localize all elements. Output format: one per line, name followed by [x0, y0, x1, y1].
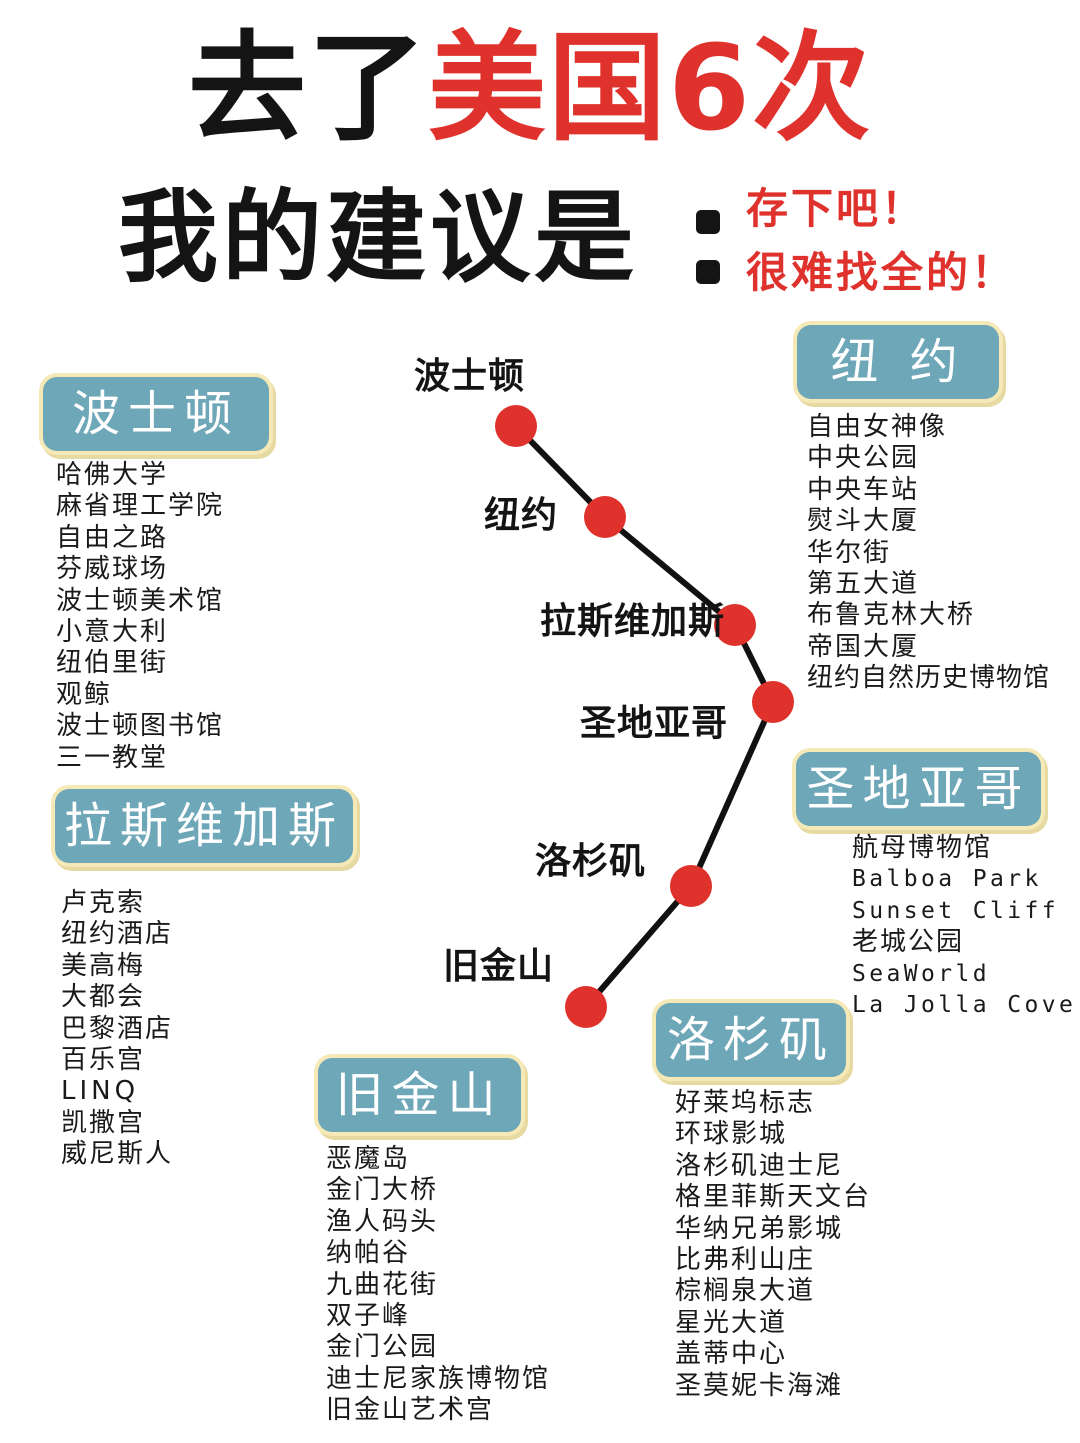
list-item: 百乐宫 — [61, 1045, 146, 1076]
route-dot-new-york — [584, 496, 626, 538]
list-item: 金门公园 — [326, 1332, 439, 1363]
list-item: 渔人码头 — [326, 1206, 439, 1237]
list-item: 纽伯里街 — [56, 648, 169, 679]
list-san-diego: 航母博物馆 Balboa Park Sunset Cliff 老城公园 SeaW… — [852, 833, 1076, 1021]
route-dot-boston — [495, 405, 537, 447]
list-item: 美高梅 — [61, 950, 146, 981]
list-item: Balboa Park — [852, 866, 1042, 893]
list-item: 第五大道 — [807, 569, 920, 600]
list-los-angeles: 好莱坞标志 环球影城 洛杉矶迪士尼 格里菲斯天文台 华纳兄弟影城 比弗利山庄 棕… — [675, 1088, 871, 1402]
list-item: 凯撒宫 — [61, 1107, 146, 1138]
list-item: 卢克索 — [61, 888, 146, 918]
main-title: 去了美国6次 — [0, 18, 1080, 158]
list-item: 自由女神像 — [807, 412, 948, 442]
section-header-las-vegas: 拉斯维加斯 — [55, 789, 353, 863]
list-item: 华尔街 — [807, 537, 892, 568]
list-item: 哈佛大学 — [56, 460, 169, 490]
route-label-san-diego: 圣地亚哥 — [580, 703, 729, 744]
list-item: 芬威球场 — [56, 554, 169, 585]
list-item: 迪士尼家族博物馆 — [326, 1363, 551, 1394]
route-label-san-francisco: 旧金山 — [443, 946, 555, 987]
list-item: 华纳兄弟影城 — [675, 1213, 844, 1244]
list-item: 盖蒂中心 — [675, 1339, 788, 1370]
route-dot-los-angeles — [670, 865, 712, 907]
route-label-boston: 波士顿 — [414, 356, 526, 397]
list-item: 熨斗大厦 — [807, 506, 920, 537]
title-prefix: 去了 — [187, 19, 428, 157]
route-dot-las-vegas — [714, 604, 756, 646]
tag-save: 存下吧！ — [746, 184, 927, 233]
list-item: 九曲花街 — [326, 1269, 439, 1300]
section-header-san-francisco: 旧金山 — [318, 1058, 521, 1132]
list-item: 旧金山艺术宫 — [326, 1395, 495, 1426]
list-item: 棕榈泉大道 — [675, 1276, 816, 1307]
list-item: 帝国大厦 — [807, 631, 920, 662]
list-item: 圣莫妮卡海滩 — [675, 1370, 844, 1401]
list-item: 格里菲斯天文台 — [675, 1182, 872, 1213]
route-label-los-angeles: 洛杉矶 — [535, 841, 647, 882]
list-item: 波士顿美术馆 — [56, 585, 225, 616]
list-item: 中央车站 — [807, 474, 920, 505]
route-dot-san-francisco — [565, 986, 607, 1028]
list-item: 小意大利 — [56, 617, 169, 648]
list-item: 威尼斯人 — [61, 1139, 174, 1170]
route-label-las-vegas: 拉斯维加斯 — [540, 601, 726, 642]
list-item: 环球影城 — [675, 1119, 788, 1150]
list-new-york: 自由女神像 中央公园 中央车站 熨斗大厦 华尔街 第五大道 布鲁克林大桥 帝国大… — [807, 412, 1050, 695]
list-item: 恶魔岛 — [326, 1144, 411, 1174]
list-item: 观鲸 — [56, 679, 113, 710]
list-item: 波士顿图书馆 — [56, 711, 225, 742]
list-item: 比弗利山庄 — [675, 1245, 816, 1276]
route-dot-san-diego — [752, 681, 794, 723]
tag-hard-to-find: 很难找全的！ — [746, 248, 1017, 297]
section-header-boston: 波士顿 — [43, 377, 269, 451]
list-item: SeaWorld — [852, 960, 990, 987]
list-item: 纽约自然历史博物馆 — [807, 663, 1051, 694]
section-header-los-angeles: 洛杉矶 — [656, 1003, 846, 1077]
list-item: La Jolla Cove — [852, 992, 1077, 1019]
list-item: 麻省理工学院 — [56, 491, 225, 522]
list-item: 三一教堂 — [56, 742, 169, 773]
list-item: 金门大桥 — [326, 1175, 439, 1206]
list-item: 洛杉矶迪士尼 — [675, 1150, 844, 1181]
list-item: 双子峰 — [326, 1301, 411, 1332]
list-boston: 哈佛大学 麻省理工学院 自由之路 芬威球场 波士顿美术馆 小意大利 纽伯里街 观… — [56, 460, 224, 774]
list-item: 纳帕谷 — [326, 1238, 411, 1269]
section-header-san-diego: 圣地亚哥 — [796, 752, 1041, 826]
list-item: Sunset Cliff — [852, 897, 1059, 924]
list-item: 纽约酒店 — [61, 919, 174, 950]
list-san-francisco: 恶魔岛 金门大桥 渔人码头 纳帕谷 九曲花街 双子峰 金门公园 迪士尼家族博物馆… — [326, 1144, 550, 1427]
list-item: 布鲁克林大桥 — [807, 600, 976, 631]
section-header-new-york: 纽 约 — [797, 325, 999, 399]
title-highlight: 美国6次 — [427, 19, 873, 157]
list-item: LINQ — [61, 1076, 140, 1107]
colon-mark — [696, 202, 722, 284]
route-label-new-york: 纽约 — [484, 495, 559, 536]
list-las-vegas: 卢克索 纽约酒店 美高梅 大都会 巴黎酒店 百乐宫 LINQ 凯撒宫 威尼斯人 — [61, 888, 173, 1171]
subtitle: 我的建议是 — [118, 179, 638, 296]
list-item: 中央公园 — [807, 443, 920, 474]
list-item: 好莱坞标志 — [675, 1088, 816, 1118]
list-item: 星光大道 — [675, 1307, 788, 1338]
list-item: 巴黎酒店 — [61, 1013, 174, 1044]
list-item: 自由之路 — [56, 522, 169, 553]
list-item: 大都会 — [61, 982, 146, 1013]
list-item: 航母博物馆 — [852, 833, 993, 863]
list-item: 老城公园 — [852, 927, 965, 958]
route-line — [513, 423, 776, 1010]
